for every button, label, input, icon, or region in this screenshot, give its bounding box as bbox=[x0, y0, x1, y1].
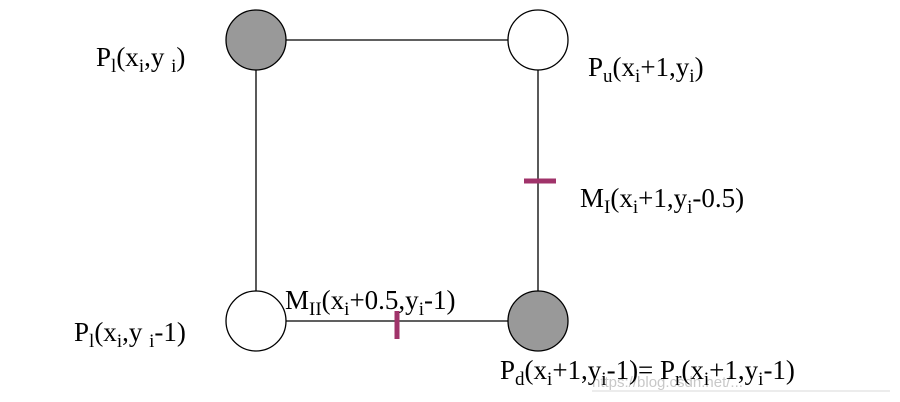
label-m-one: MI(xi+1,yi-0.5) bbox=[580, 183, 744, 218]
label-p-bottom-left: Pl(xi,y i-1) bbox=[74, 317, 186, 352]
pixel-circle-bottom-left bbox=[225, 290, 287, 352]
label-m-two: MII(xi+0.5,yi-1) bbox=[285, 285, 455, 320]
pixel-circle-bottom-right bbox=[507, 290, 569, 352]
label-p-bottom-right: Pd(xi+1,yi-1)= Pr(xi+1,yi-1) bbox=[500, 355, 795, 390]
pixel-circle-top-left bbox=[225, 9, 287, 71]
label-p-top-left: Pl(xi,y i) bbox=[96, 42, 185, 77]
label-p-top-right: Pu(xi+1,yi) bbox=[588, 52, 704, 87]
pixel-circle-top-right bbox=[507, 9, 569, 71]
watermark-text: https://blog.csdn.net/... bbox=[592, 374, 743, 391]
